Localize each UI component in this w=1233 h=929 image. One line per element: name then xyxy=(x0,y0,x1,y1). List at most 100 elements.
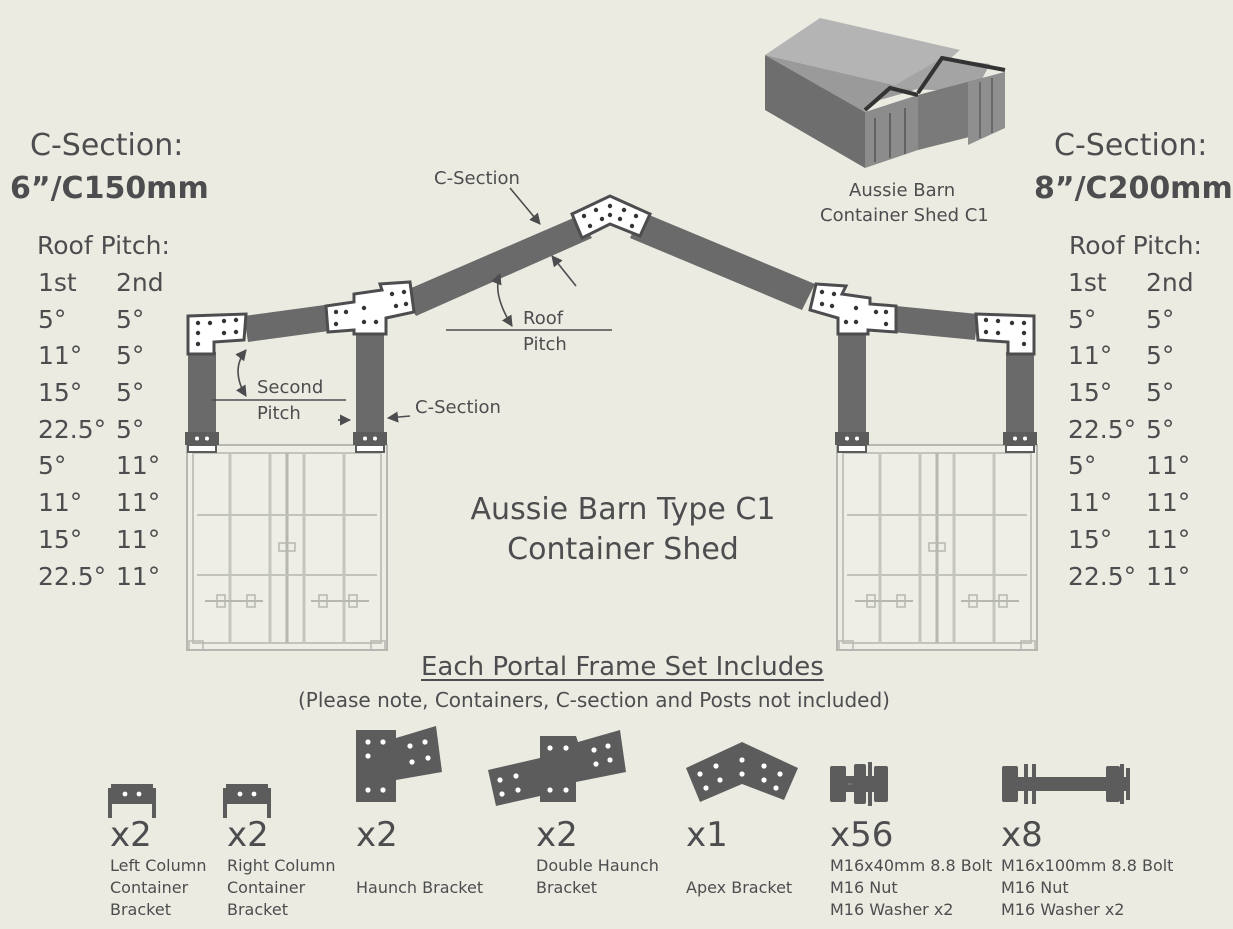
left-csection-size: 6”/C150mm xyxy=(10,171,209,206)
label-roof-pitch-line1: Roof xyxy=(523,308,564,329)
part-quantity: x2 xyxy=(227,815,269,855)
part-name-line: Bracket xyxy=(110,900,171,919)
pitch-value: 22.5° xyxy=(38,414,107,444)
part-name-line: M16x40mm 8.8 Bolt xyxy=(830,856,993,875)
part-name: Apex Bracket xyxy=(686,877,792,899)
part-icon-right-column-bracket xyxy=(223,784,271,818)
part-icon-haunch-bracket xyxy=(356,726,442,802)
part-icon-long-bolt xyxy=(1002,764,1130,804)
pitch-value: 5° xyxy=(116,414,145,444)
pitch-value: 11° xyxy=(1068,488,1113,518)
label-second-pitch-line2: Pitch xyxy=(257,403,301,424)
pitch-value: 11° xyxy=(38,488,83,518)
part-quantity: x8 xyxy=(1001,815,1043,855)
pitch-value: 5° xyxy=(1146,304,1175,334)
pitch-value: 5° xyxy=(1146,414,1175,444)
pitch-value: 22.5° xyxy=(38,561,107,591)
pitch-value: 5° xyxy=(38,451,67,481)
part-icon-apex-bracket xyxy=(686,742,798,802)
part-icon-short-bolt xyxy=(830,762,888,806)
pitch-value: 11° xyxy=(1146,488,1191,518)
right-roof-pitch-table: 1st 2nd 5° 5° 11° 5° 15° 5° 22.5° 5° 5° 11° 11° 11°… xyxy=(1068,269,1206,590)
right-column-bracket-outer xyxy=(1002,431,1038,453)
part-quantity: x2 xyxy=(356,815,398,855)
part-quantity: x2 xyxy=(110,815,152,855)
pitch-value: 15° xyxy=(38,378,83,408)
left-roof-pitch-title: Roof Pitch: xyxy=(37,231,170,260)
pitch-value: 5° xyxy=(116,378,145,408)
label-roof-pitch-line2: Pitch xyxy=(523,334,567,355)
portal-frame-beams xyxy=(188,212,1034,432)
pitch-value: 5° xyxy=(1068,304,1097,334)
part-name-line: Bracket xyxy=(536,878,597,897)
left-double-haunch-bracket xyxy=(324,280,416,336)
part-name-line: Double Haunch xyxy=(536,856,659,875)
col-header-second: 2nd xyxy=(1146,268,1194,297)
right-container xyxy=(835,443,1039,652)
pitch-value: 11° xyxy=(1146,561,1191,591)
shed-thumbnail-illustration xyxy=(765,18,1006,168)
pitch-value: 5° xyxy=(38,304,67,334)
right-csection-size: 8”/C200mm xyxy=(1034,171,1233,206)
label-csection-top: C-Section xyxy=(434,168,520,189)
part-icon-left-column-bracket xyxy=(108,784,156,818)
diagram-title-line2: Container Shed xyxy=(507,532,739,567)
part-name-line: M16 Nut xyxy=(830,878,898,897)
part-name-line: Container xyxy=(110,878,189,897)
pitch-value: 15° xyxy=(1068,524,1113,554)
right-double-haunch-bracket xyxy=(808,282,898,336)
part-name-line: M16 Nut xyxy=(1001,878,1069,897)
left-column-bracket-outer xyxy=(184,431,220,453)
right-column-bracket-inner xyxy=(834,431,870,453)
part-name-line: Container xyxy=(227,878,306,897)
pitch-value: 11° xyxy=(1068,341,1113,371)
pitch-value: 11° xyxy=(1146,451,1191,481)
pitch-value: 22.5° xyxy=(1068,414,1137,444)
pitch-value: 11° xyxy=(1146,524,1191,554)
left-container xyxy=(185,443,389,652)
right-haunch-bracket xyxy=(974,312,1036,356)
pitch-value: 5° xyxy=(1146,378,1175,408)
thumbnail-caption-line2: Container Shed C1 xyxy=(820,205,989,226)
part-name-line: M16 Washer x2 xyxy=(830,900,954,919)
label-csection-side: C-Section xyxy=(415,397,501,418)
diagram-title-line1: Aussie Barn Type C1 xyxy=(470,492,776,527)
pitch-value: 11° xyxy=(116,451,161,481)
pitch-value: 11° xyxy=(116,524,161,554)
pitch-value: 15° xyxy=(1068,378,1113,408)
part-name-line: M16x100mm 8.8 Bolt xyxy=(1001,856,1174,875)
col-header-first: 1st xyxy=(1068,268,1107,297)
diagram-title: Aussie Barn Type C1 Container Shed xyxy=(460,490,786,570)
left-roof-pitch-table: 1st 2nd 5°5°11°5°15°5°22.5°5°5°11°11°11°… xyxy=(38,269,176,590)
label-second-pitch-line1: Second xyxy=(257,377,324,398)
part-quantity: x2 xyxy=(536,815,578,855)
pitch-value: 5° xyxy=(1146,341,1175,371)
pitch-value: 11° xyxy=(116,488,161,518)
includes-title: Each Portal Frame Set Includes xyxy=(421,652,824,682)
pitch-value: 5° xyxy=(116,304,145,334)
part-name-line: Left Column xyxy=(110,856,207,875)
part-name-line: Apex Bracket xyxy=(686,878,793,897)
pitch-value: 15° xyxy=(38,524,83,554)
left-column-bracket-inner xyxy=(352,431,388,453)
part-quantity: x1 xyxy=(686,815,728,855)
part-quantity: x56 xyxy=(830,815,894,855)
part-icon-double-haunch-bracket xyxy=(488,730,626,806)
pitch-value: 11° xyxy=(116,561,161,591)
annotation-arrows xyxy=(212,187,612,426)
thumbnail-caption-line1: Aussie Barn xyxy=(849,180,956,201)
pitch-value: 5° xyxy=(1068,451,1097,481)
col-header-second: 2nd xyxy=(116,268,164,297)
pitch-value: 11° xyxy=(38,341,83,371)
part-name-line: Haunch Bracket xyxy=(356,878,484,897)
pitch-value: 22.5° xyxy=(1068,561,1137,591)
part-name-line: Right Column xyxy=(227,856,336,875)
col-header-first: 1st xyxy=(38,268,77,297)
